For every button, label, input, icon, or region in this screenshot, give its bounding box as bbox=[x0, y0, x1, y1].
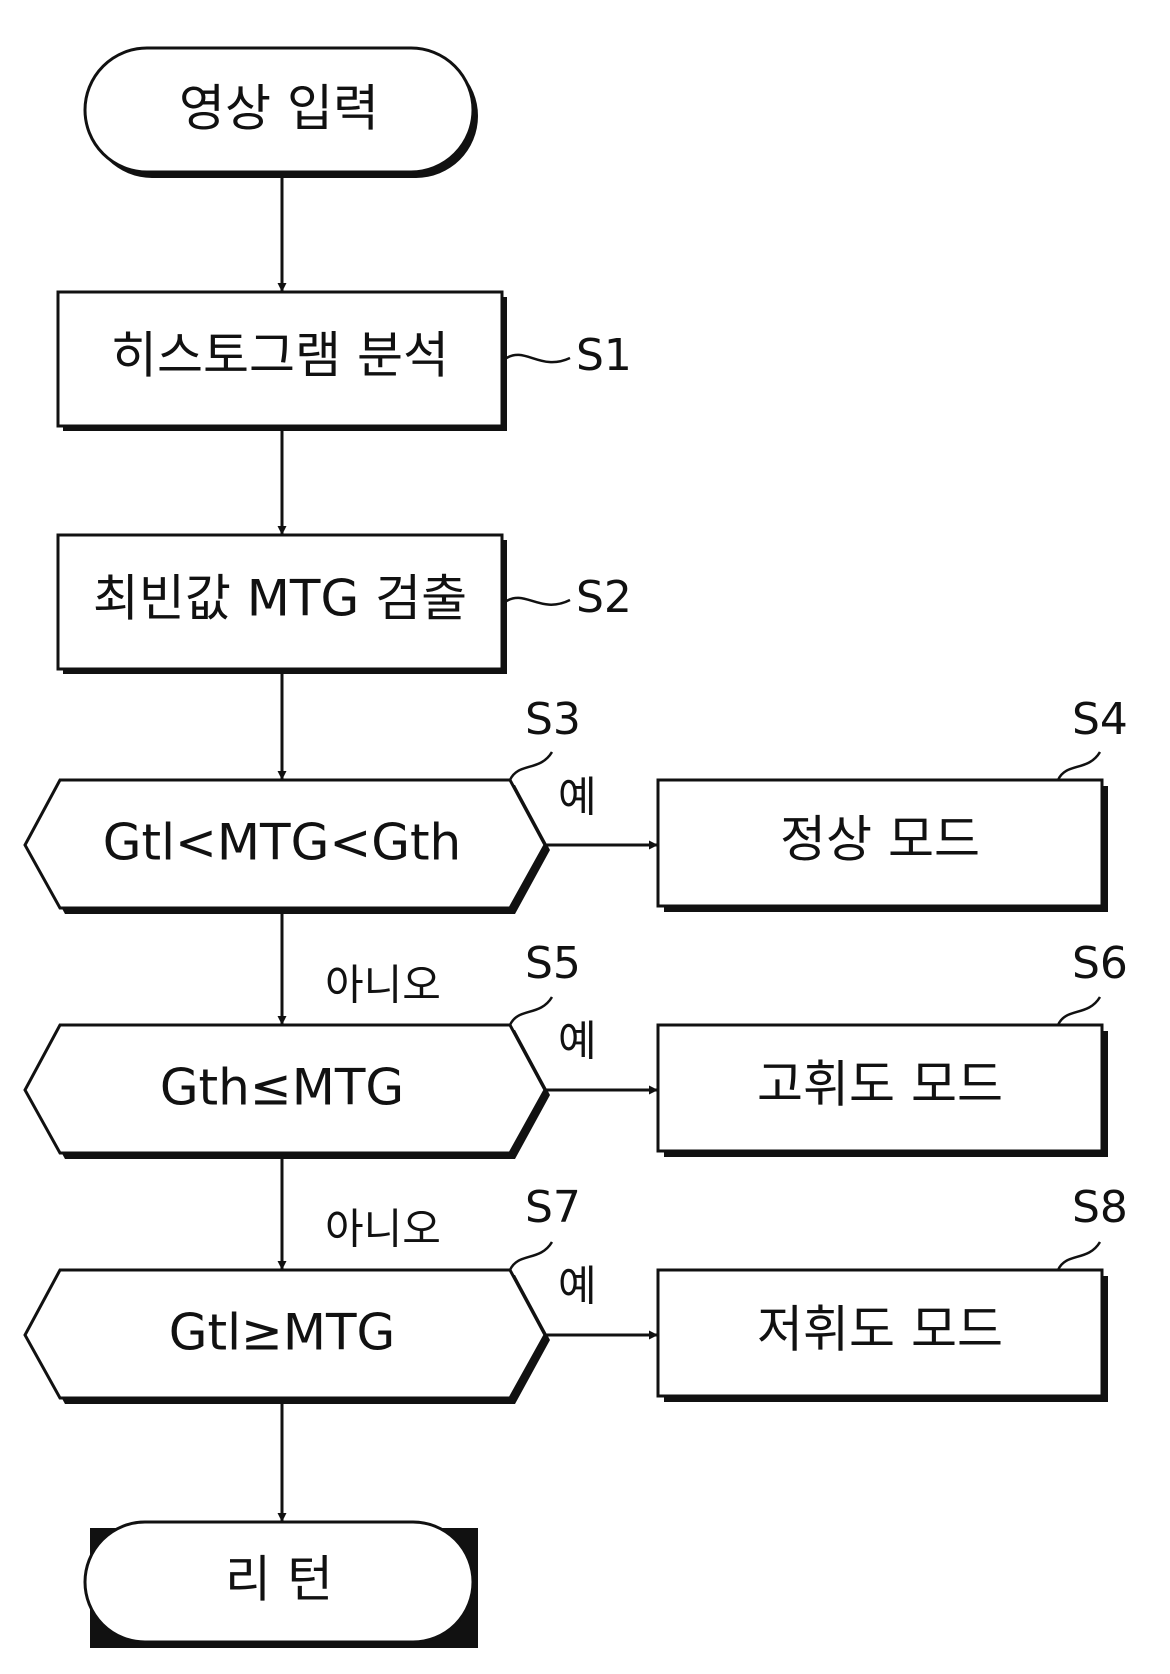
step-s1-process: 히스토그램 분석 bbox=[58, 292, 507, 431]
step-s4-tag-leader bbox=[1058, 752, 1100, 780]
step-s5-tag-leader bbox=[510, 997, 552, 1025]
end-terminator: 리 턴 bbox=[85, 1522, 478, 1648]
step-s8-tag-leader bbox=[1058, 1242, 1100, 1270]
step-s6-process: 고휘도 모드 bbox=[658, 1025, 1108, 1157]
step-s2-process: 최빈값 MTG 검출 bbox=[58, 535, 507, 674]
step-s1-tag: S1 bbox=[576, 330, 632, 381]
step-s7-tag: S7 bbox=[525, 1182, 581, 1233]
step-s8-process: 저휘도 모드 bbox=[658, 1270, 1108, 1402]
step-s3-tag: S3 bbox=[525, 694, 581, 745]
step-s4-process: 정상 모드 bbox=[658, 780, 1108, 912]
s3-no-label: 아니오 bbox=[325, 961, 441, 1010]
step-s3-decision: Gtl<MTG<Gth bbox=[25, 780, 550, 914]
step-s7-decision: Gtl≥MTG bbox=[25, 1270, 550, 1404]
step-s7-tag-leader bbox=[510, 1242, 552, 1270]
start-label: 영상 입력 bbox=[179, 80, 379, 138]
s5-no-label: 아니오 bbox=[325, 1205, 441, 1254]
step-s4-tag: S4 bbox=[1072, 694, 1128, 745]
end-label: 리 턴 bbox=[225, 1551, 333, 1609]
s7-yes-label: 예 bbox=[558, 1262, 597, 1311]
step-s2-tag-leader bbox=[505, 598, 570, 605]
start-terminator: 영상 입력 bbox=[85, 48, 478, 178]
step-s8-label: 저휘도 모드 bbox=[757, 1301, 1003, 1359]
s3-yes-label: 예 bbox=[558, 773, 597, 822]
step-s3-tag-leader bbox=[510, 752, 552, 780]
step-s6-tag: S6 bbox=[1072, 938, 1128, 989]
step-s8-tag: S8 bbox=[1072, 1182, 1128, 1233]
s5-yes-label: 예 bbox=[558, 1017, 597, 1066]
step-s6-tag-leader bbox=[1058, 997, 1100, 1025]
step-s5-decision: Gth≤MTG bbox=[25, 1025, 550, 1159]
step-s7-label: Gtl≥MTG bbox=[169, 1304, 396, 1362]
step-s1-label: 히스토그램 분석 bbox=[111, 327, 449, 385]
step-s3-label: Gtl<MTG<Gth bbox=[103, 814, 462, 872]
step-s1-tag-leader bbox=[505, 355, 570, 362]
step-s2-label: 최빈값 MTG 검출 bbox=[93, 570, 467, 628]
step-s4-label: 정상 모드 bbox=[780, 811, 980, 869]
step-s5-label: Gth≤MTG bbox=[160, 1059, 404, 1117]
step-s5-tag: S5 bbox=[525, 938, 581, 989]
step-s6-label: 고휘도 모드 bbox=[757, 1056, 1003, 1114]
step-s2-tag: S2 bbox=[576, 572, 632, 623]
